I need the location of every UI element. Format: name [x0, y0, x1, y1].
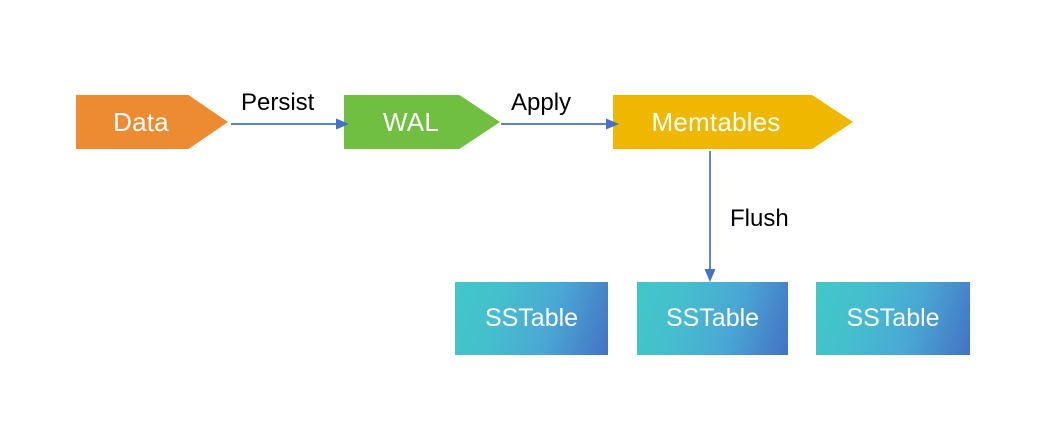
arrow-flush — [704, 151, 716, 282]
edge-label-persist: Persist — [241, 89, 315, 116]
node-sstable-1-label: SSTable — [484, 304, 579, 332]
node-sstable-3[interactable]: SSTable — [816, 282, 970, 355]
node-memtables[interactable]: Memtables — [613, 95, 853, 149]
node-wal-label: WAL — [383, 107, 439, 137]
node-sstable-1[interactable]: SSTable — [455, 282, 608, 355]
node-data[interactable]: Data — [76, 95, 228, 149]
node-memtables-label: Memtables — [651, 107, 781, 137]
node-sstable-2[interactable]: SSTable — [637, 282, 788, 355]
edge-label-apply: Apply — [511, 89, 572, 116]
edge-label-flush: Flush — [730, 205, 789, 232]
node-sstable-2-label: SSTable — [665, 304, 760, 332]
node-sstable-3-label: SSTable — [846, 304, 940, 332]
node-wal[interactable]: WAL — [344, 95, 500, 149]
node-data-label: Data — [113, 107, 169, 137]
